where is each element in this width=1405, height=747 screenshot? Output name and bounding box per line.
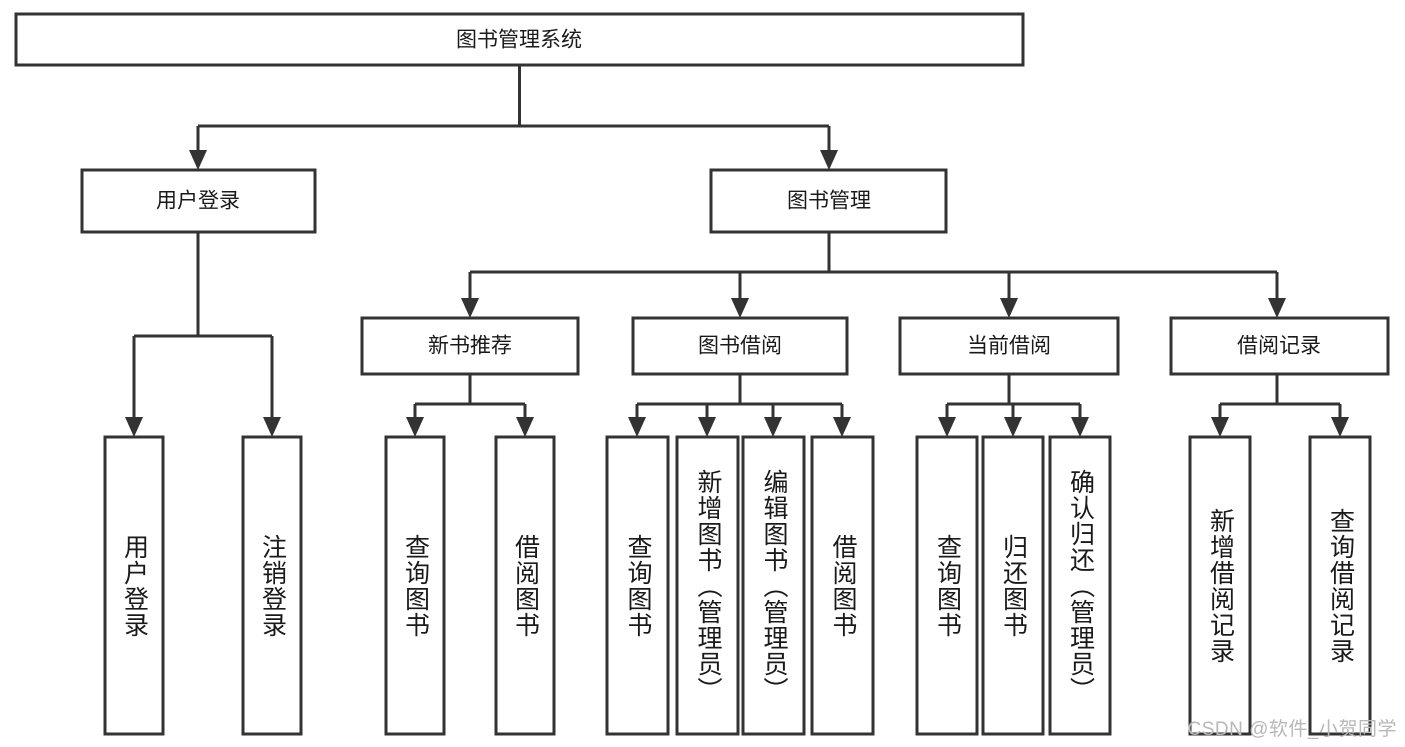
arrow-head-cb-confirm-return	[1071, 417, 1089, 437]
arrow-head-book-manage	[820, 150, 838, 170]
leaf-box-nb-query-book[interactable]	[384, 435, 446, 736]
arrow-head-cb-query-book	[938, 417, 956, 437]
leaf-box-cb-confirm-return[interactable]	[1048, 435, 1112, 736]
arrow-head-nb-query-book	[406, 417, 424, 437]
arrow-head-current-borrow	[1000, 298, 1018, 318]
arrow-head-br-query-record	[1331, 417, 1349, 437]
node-new-book-recommend[interactable]	[360, 316, 580, 376]
connector-borrowrecord-to-leaves	[1211, 374, 1349, 437]
node-user-login[interactable]	[80, 168, 317, 234]
leaf-box-bb-query-book[interactable]	[605, 435, 670, 736]
arrow-head-new-book	[461, 298, 479, 318]
leaf-box-bb-add-book[interactable]	[675, 435, 740, 736]
node-root-book-management-system[interactable]	[14, 12, 1025, 67]
arrow-head-cb-return-book	[1004, 417, 1022, 437]
node-book-borrow-label: 图书借阅	[698, 335, 782, 358]
leaf-box-br-query-record[interactable]	[1308, 435, 1372, 736]
arrow-head-nb-borrow-book	[516, 417, 534, 437]
node-book-management[interactable]	[709, 168, 948, 234]
leaf-box-bb-edit-book[interactable]	[741, 435, 806, 736]
node-book-management-label: 图书管理	[787, 190, 871, 213]
arrow-head-leaf-user-login	[125, 417, 143, 437]
arrow-head-bb-borrow-book	[833, 417, 851, 437]
leaf-box-cb-query-book[interactable]	[915, 435, 979, 736]
leaf-box-nb-borrow-book[interactable]	[494, 435, 556, 736]
node-user-login-label: 用户登录	[156, 190, 240, 213]
node-borrow-record[interactable]	[1169, 316, 1390, 376]
arrow-head-bb-add-book	[698, 417, 716, 437]
leaf-box-logout[interactable]	[241, 435, 303, 736]
arrow-head-br-add-record	[1211, 417, 1229, 437]
csdn-watermark: CSDN @软件_小贺同学	[1187, 719, 1397, 740]
arrow-head-borrow-record	[1268, 298, 1286, 318]
leaf-box-cb-return-book[interactable]	[981, 435, 1045, 736]
node-root-label: 图书管理系统	[456, 29, 582, 52]
arrow-head-leaf-logout	[263, 417, 281, 437]
leaf-box-user-login[interactable]	[103, 435, 165, 736]
node-borrow-record-label: 借阅记录	[1237, 335, 1321, 358]
node-current-borrow[interactable]	[898, 316, 1120, 376]
connector-currentborrow-to-leaves	[938, 374, 1089, 437]
arrow-head-bb-edit-book	[764, 417, 782, 437]
arrow-head-book-borrow	[731, 298, 749, 318]
connector-bookmanage-to-level3	[461, 232, 1286, 318]
connector-bookborrow-to-leaves	[628, 374, 851, 437]
connector-userlogin-to-leaves	[125, 232, 281, 437]
node-current-borrow-label: 当前借阅	[967, 335, 1051, 358]
connector-newbook-to-leaves	[406, 374, 534, 437]
node-new-book-recommend-label: 新书推荐	[428, 335, 512, 358]
arrow-head-user-login	[189, 150, 207, 170]
connector-root-to-level2	[189, 65, 838, 170]
leaf-box-br-add-record[interactable]	[1188, 435, 1252, 736]
leaf-box-bb-borrow-book[interactable]	[810, 435, 875, 736]
arrow-head-bb-query-book	[628, 417, 646, 437]
node-book-borrow[interactable]	[631, 316, 849, 376]
